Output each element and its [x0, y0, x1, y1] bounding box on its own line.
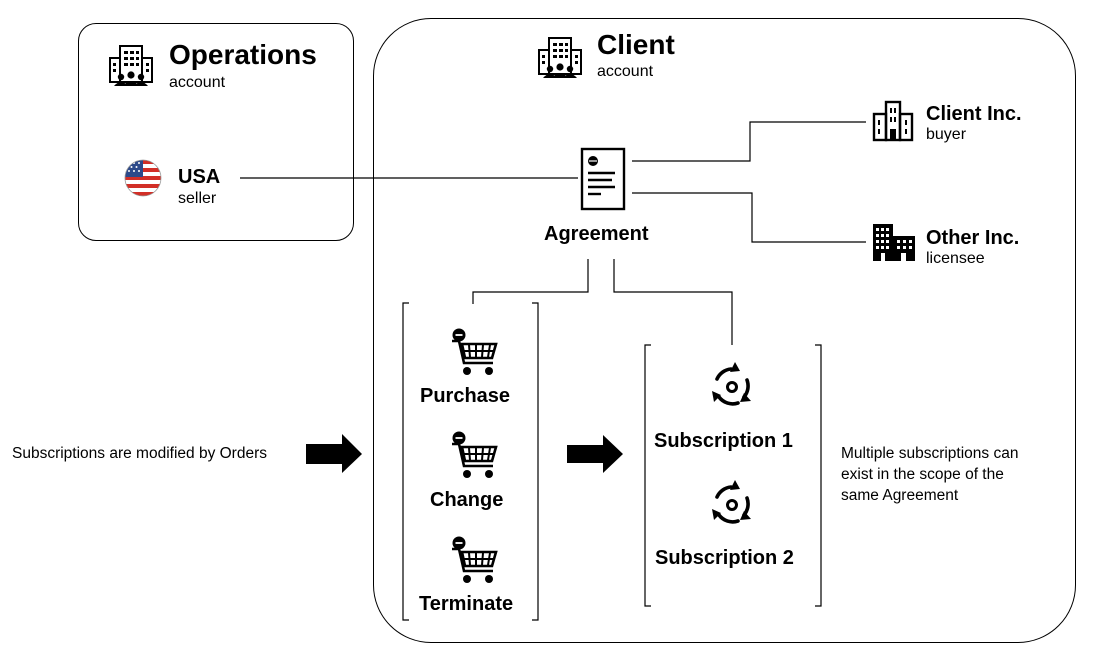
- subscription-label-1: Subscription 1: [654, 430, 793, 452]
- licensee-role: licensee: [926, 250, 985, 267]
- subscription-label-2: Subscription 2: [655, 547, 794, 569]
- orders-bracket-right: [532, 302, 539, 621]
- shopping-cart-icon: [452, 536, 498, 583]
- buyer-name: Client Inc.: [926, 103, 1022, 125]
- orders-note-arrow: [306, 434, 362, 473]
- agreement-subscriptions-connector: [613, 259, 733, 345]
- agreement-orders-connector: [472, 259, 589, 304]
- subscriptions-bracket-left: [644, 344, 651, 607]
- orders-bracket-left: [402, 302, 409, 621]
- subscriptions-note-line-1: Multiple subscriptions can: [841, 445, 1019, 462]
- buyer-role: buyer: [926, 126, 967, 143]
- operations-account-box: [78, 23, 354, 241]
- subscriptions-note-line-2: exist in the scope of the: [841, 466, 1004, 483]
- shopping-cart-icon: [452, 431, 498, 478]
- agreement-label: Agreement: [544, 223, 649, 245]
- licensee-name: Other Inc.: [926, 227, 1020, 249]
- shopping-cart-icon: [452, 328, 498, 375]
- office-building-people-icon: [109, 45, 153, 86]
- agreement-licensee-connector: [632, 192, 866, 243]
- seller-name: USA: [178, 166, 221, 188]
- renewal-cycle-icon: [712, 480, 751, 524]
- order-label-purchase: Purchase: [420, 385, 511, 407]
- agreement-buyer-connector: [632, 121, 866, 162]
- operations-subtitle: account: [169, 74, 226, 91]
- subscriptions-note-line-3: same Agreement: [841, 487, 959, 504]
- operations-title: Operations: [169, 39, 317, 70]
- document-icon: [580, 147, 626, 211]
- orders-to-subscriptions-arrow: [567, 435, 623, 473]
- building-icon: [872, 100, 914, 142]
- renewal-cycle-icon: [712, 362, 751, 406]
- client-subtitle: account: [597, 63, 654, 80]
- client-account-box: [373, 18, 1076, 643]
- seller-role: seller: [178, 190, 217, 207]
- order-label-change: Change: [430, 489, 504, 511]
- office-building-people-icon: [538, 37, 582, 78]
- orders-note: Subscriptions are modified by Orders: [12, 445, 268, 462]
- city-buildings-icon: [873, 224, 915, 261]
- order-label-terminate: Terminate: [419, 593, 514, 615]
- usa-flag-icon: [124, 159, 162, 197]
- subscriptions-bracket-right: [815, 344, 822, 607]
- client-title: Client: [597, 29, 675, 60]
